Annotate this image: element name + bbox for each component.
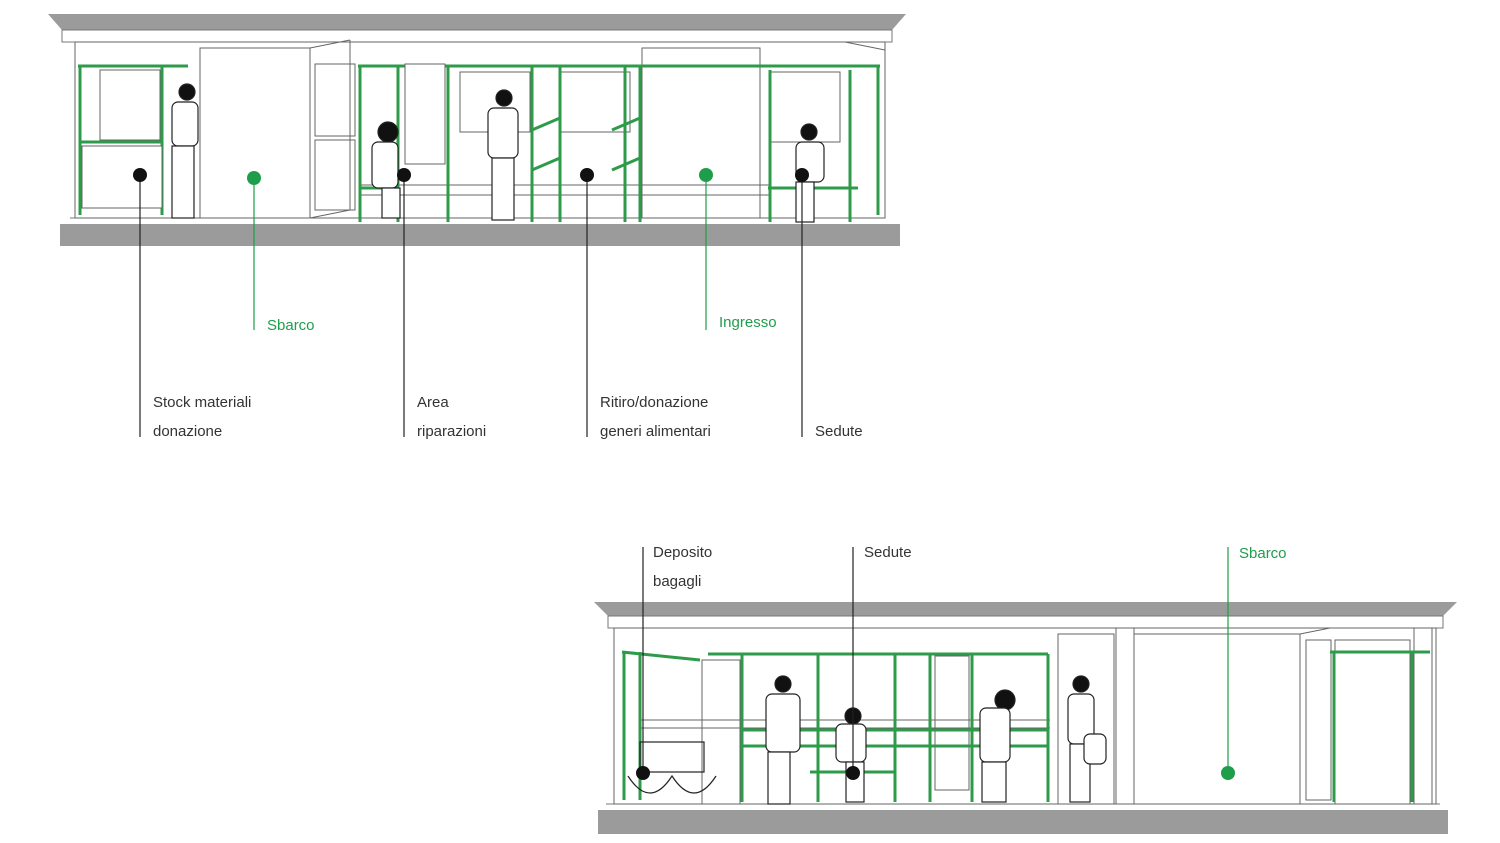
label-alimentari-line1: Ritiro/donazione [600, 394, 708, 411]
luggage-bench [627, 741, 717, 794]
people-top [171, 83, 825, 223]
marker-dot-sbarco-top [247, 171, 261, 185]
marker-dot-alimentari [580, 168, 594, 182]
label-deposito-line2: bagagli [653, 573, 701, 590]
label-alimentari-line2: generi alimentari [600, 423, 711, 440]
leader-lines-bottom [642, 547, 1229, 773]
label-sbarco-bottom: Sbarco [1239, 545, 1287, 562]
marker-dot-deposito [636, 766, 650, 780]
green-frames-bottom [621, 650, 1430, 802]
marker-dot-sbarco-bottom [1221, 766, 1235, 780]
floor-bottom [598, 810, 1448, 834]
label-deposito-line1: Deposito [653, 544, 712, 561]
marker-dot-sedute-bottom [846, 766, 860, 780]
people-bottom [765, 675, 1107, 805]
label-stock-line1: Stock materiali [153, 394, 251, 411]
label-ingresso: Ingresso [719, 314, 777, 331]
floor-top [60, 224, 900, 246]
label-sedute-top: Sedute [815, 423, 863, 440]
roof-top [48, 14, 906, 30]
label-sedute-bottom: Sedute [864, 544, 912, 561]
roof-bottom [594, 602, 1457, 616]
label-riparazioni-line1: Area [417, 394, 449, 411]
label-stock-line2: donazione [153, 423, 222, 440]
label-riparazioni-line2: riparazioni [417, 423, 486, 440]
marker-dot-sedute-top [795, 168, 809, 182]
back-wall-top [74, 39, 886, 219]
marker-dot-stock [133, 168, 147, 182]
marker-dot-ingresso [699, 168, 713, 182]
marker-dot-riparazioni [397, 168, 411, 182]
section-bottom: Deposito bagagli Sedute Sbarco [594, 544, 1457, 834]
section-top: Sbarco Ingresso Stock materiali donazion… [48, 14, 906, 440]
label-sbarco-top: Sbarco [267, 317, 315, 334]
leader-lines-top [139, 175, 803, 437]
